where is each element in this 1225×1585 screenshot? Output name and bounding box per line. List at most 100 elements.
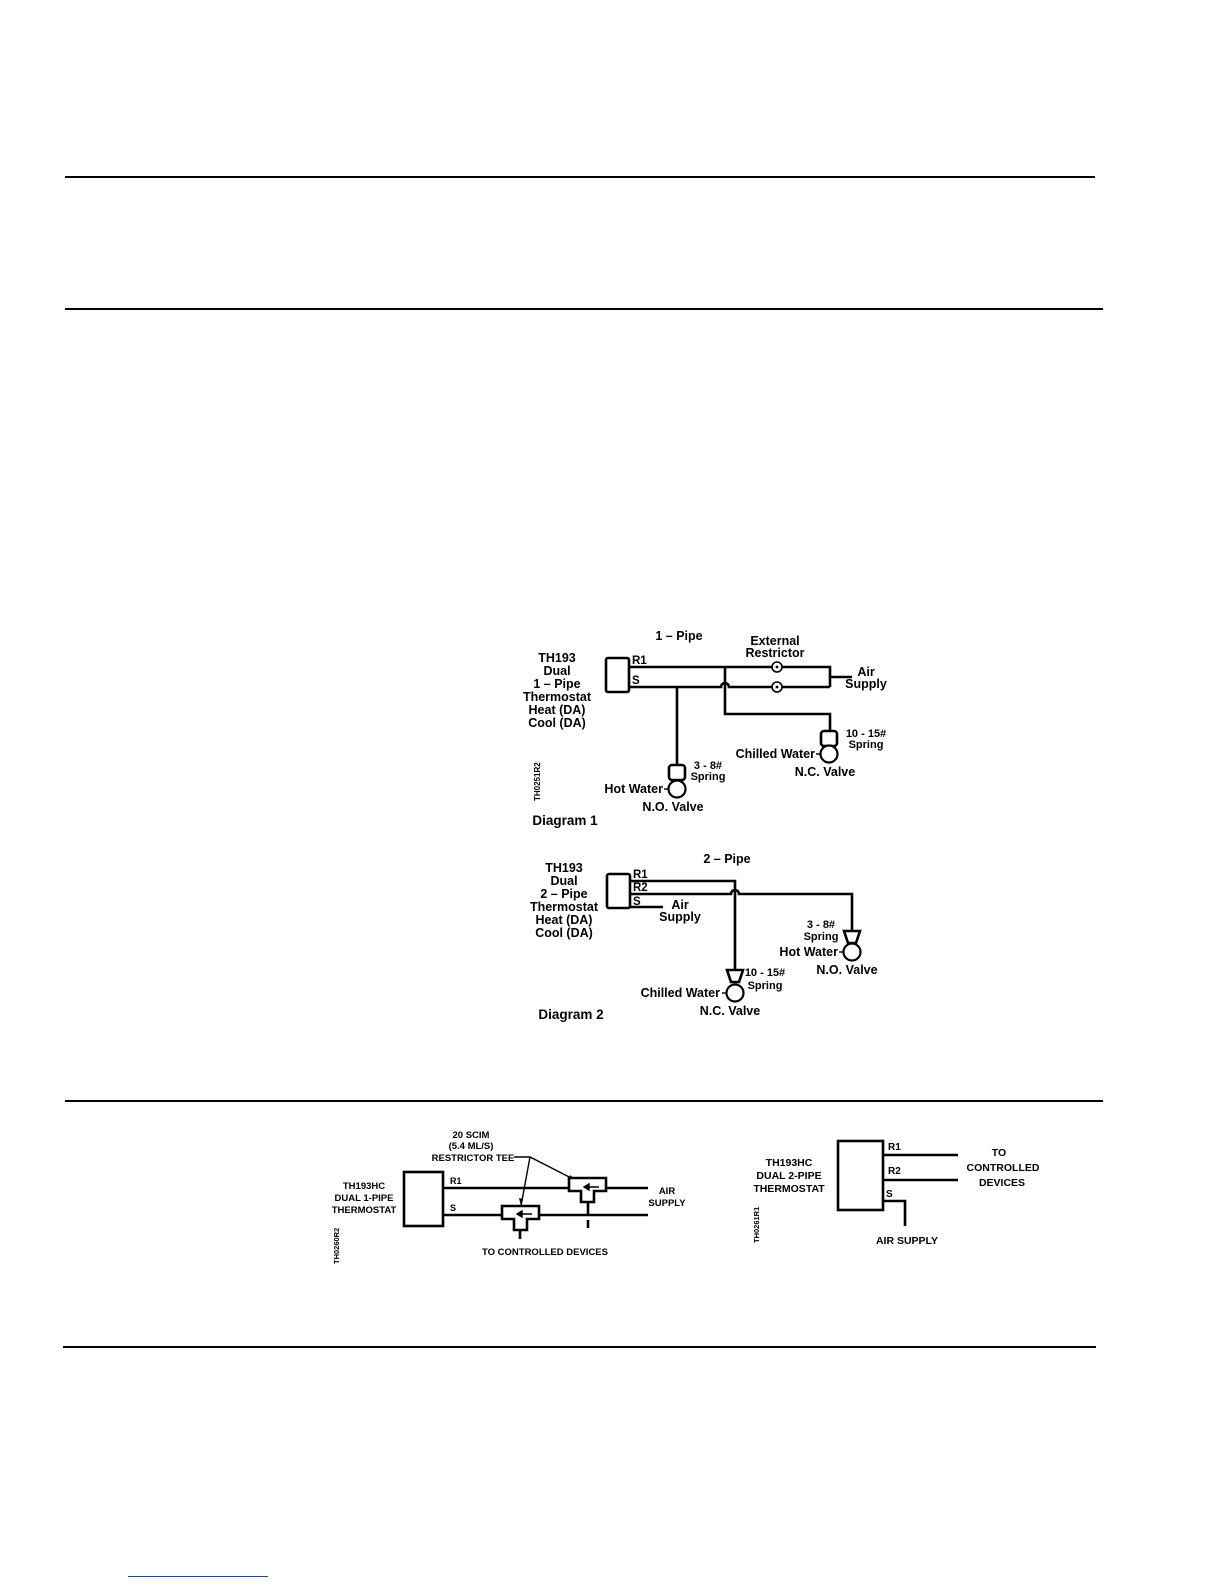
d3-thermostat-label: TH193HC DUAL 1-PIPE THERMOSTAT: [332, 1181, 397, 1216]
d4-thermostat-line-1: TH193HC: [766, 1157, 813, 1169]
d2-thermostat-line-2: Dual: [550, 874, 577, 888]
d3-tee-leader-left: [520, 1156, 531, 1207]
d3-restrictor-tee-upper: [567, 1176, 608, 1204]
d1-restrictor-line-2: Restrictor: [745, 646, 804, 660]
d4-drawing-code: TH0261R1: [752, 1207, 761, 1243]
d2-cw-valve: [725, 983, 745, 1003]
divider-rule-3: [65, 1100, 1103, 1102]
d2-hw-spring-line-2: Spring: [804, 931, 839, 943]
d4-controlled-line-3: DEVICES: [979, 1177, 1025, 1189]
d2-hw-spring-line-1: 3 - 8#: [807, 919, 835, 931]
d4-thermostat-box: [836, 1139, 885, 1212]
d3-port-r1: R1: [450, 1176, 462, 1186]
d1-thermostat-line-3: 1 – Pipe: [533, 677, 580, 691]
d2-port-s: S: [633, 896, 641, 908]
d3-air-supply-line-2: SUPPLY: [648, 1198, 686, 1209]
d2-thermostat-line-5: Heat (DA): [536, 913, 593, 927]
diagram-4: TH193HC DUAL 2-PIPE THERMOSTAT R1 R2 S T…: [752, 1139, 1040, 1247]
diagram-2: 2 – Pipe TH193 Dual 2 – Pipe Thermostat …: [530, 852, 878, 1022]
d2-air-supply-line-2: Supply: [659, 910, 701, 924]
d2-hot-water: Hot Water: [779, 945, 838, 959]
d2-thermostat-box: [605, 872, 632, 910]
d2-r2-line: [630, 888, 854, 931]
d2-cw-spring-line-1: 10 - 15#: [745, 967, 785, 979]
d2-thermostat-line-6: Cool (DA): [535, 926, 593, 940]
d1-no-valve: N.O. Valve: [642, 800, 703, 814]
d2-port-r1: R1: [633, 869, 648, 881]
d1-hw-spring-line-2: Spring: [691, 771, 726, 783]
d3-drawing-code: TH0260R2: [332, 1228, 341, 1264]
d1-chilled-water: Chilled Water: [736, 747, 816, 761]
d1-thermostat-line-6: Cool (DA): [528, 716, 586, 730]
d1-restrictor-top-dot: [775, 665, 779, 669]
d1-restrictor-line-1: External: [750, 634, 799, 648]
d4-controlled-line-1: TO: [992, 1147, 1006, 1159]
d3-tee-upper-arrow: [582, 1182, 599, 1192]
footer-link-underline[interactable]: [128, 1576, 268, 1577]
d2-hw-valve: [842, 942, 862, 962]
d1-restrictor-bottom-dot: [775, 685, 779, 689]
d1-cw-spring-line-1: 10 - 15#: [846, 728, 886, 740]
d1-nc-valve: N.C. Valve: [795, 765, 855, 779]
d1-hw-actuator: [667, 763, 687, 782]
d1-thermostat-line-2: Dual: [543, 664, 570, 678]
d3-tee-line-3: RESTRICTOR TEE: [432, 1153, 515, 1164]
d2-thermostat-line-4: Thermostat: [530, 900, 599, 914]
diagram-1: 1 – Pipe TH193 Dual 1 – Pipe Thermostat …: [523, 629, 887, 828]
d2-chilled-water: Chilled Water: [641, 986, 721, 1000]
d1-hot-water: Hot Water: [604, 782, 663, 796]
d2-hw-actuator: [842, 929, 862, 945]
d3-tee-leader-right: [514, 1156, 578, 1182]
d3-thermostat-line-2: DUAL 1-PIPE: [335, 1193, 394, 1204]
d2-nc-valve: N.C. Valve: [700, 1004, 760, 1018]
d4-thermostat-line-2: DUAL 2-PIPE: [756, 1170, 821, 1182]
d3-tee-line-1: 20 SCIM: [453, 1130, 490, 1141]
d2-port-r2: R2: [633, 882, 648, 894]
d3-thermostat-box: [402, 1170, 445, 1228]
d3-arrowhead-left: [519, 1198, 523, 1206]
d4-controlled-line-2: CONTROLLED: [967, 1162, 1040, 1174]
d1-chilled-branch: [723, 667, 832, 731]
d3-thermostat-line-1: TH193HC: [343, 1181, 385, 1192]
d1-thermostat-label: TH193 Dual 1 – Pipe Thermostat Heat (DA)…: [523, 651, 592, 730]
divider-rule-4: [63, 1346, 1096, 1348]
d4-air-supply: AIR SUPPLY: [876, 1235, 938, 1247]
diagram-3: 20 SCIM (5.4 ML/S) RESTRICTOR TEE TH193H…: [332, 1130, 687, 1264]
d2-cw-actuator: [725, 968, 745, 984]
d1-thermostat-line-4: Thermostat: [523, 690, 592, 704]
d3-tee-lower-arrow: [515, 1209, 532, 1219]
d1-cw-valve: [819, 744, 839, 764]
d1-s-line: [629, 681, 830, 689]
d3-controlled-devices: TO CONTROLLED DEVICES: [482, 1247, 608, 1258]
d4-port-s: S: [886, 1189, 893, 1200]
d1-air-supply-line-2: Supply: [845, 677, 887, 691]
d1-air-supply-line-1: Air: [857, 665, 875, 679]
d4-thermostat-line-3: THERMOSTAT: [753, 1183, 825, 1195]
d4-port-r1: R1: [888, 1142, 901, 1153]
d2-thermostat-label: TH193 Dual 2 – Pipe Thermostat Heat (DA)…: [530, 861, 599, 940]
d1-cw-spring-line-2: Spring: [849, 739, 884, 751]
d1-cw-actuator: [819, 729, 839, 748]
d2-cw-spring-line-2: Spring: [748, 980, 783, 992]
d1-caption: Diagram 1: [532, 813, 598, 828]
d1-drawing-code: TH0251R2: [533, 762, 542, 801]
d3-tee-line-2: (5.4 ML/S): [449, 1141, 494, 1152]
d2-thermostat-line-1: TH193: [545, 861, 583, 875]
d4-s-line: [883, 1199, 907, 1226]
d2-pipe-title: 2 – Pipe: [703, 852, 750, 866]
d2-thermostat-line-3: 2 – Pipe: [540, 887, 587, 901]
d3-port-s: S: [450, 1203, 456, 1213]
d4-thermostat-label: TH193HC DUAL 2-PIPE THERMOSTAT: [753, 1157, 825, 1195]
d1-thermostat-line-5: Heat (DA): [529, 703, 586, 717]
d1-hw-spring-line-1: 3 - 8#: [694, 760, 722, 772]
d1-thermostat-box: [604, 656, 631, 694]
d1-thermostat-line-1: TH193: [538, 651, 576, 665]
d3-thermostat-line-3: THERMOSTAT: [332, 1205, 397, 1216]
d2-caption: Diagram 2: [538, 1007, 603, 1022]
d4-port-r2: R2: [888, 1166, 901, 1177]
d3-air-supply-line-1: AIR: [659, 1186, 676, 1197]
d1-port-r1: R1: [632, 655, 647, 667]
divider-rule-1: [65, 176, 1095, 178]
d1-port-s: S: [632, 675, 640, 687]
